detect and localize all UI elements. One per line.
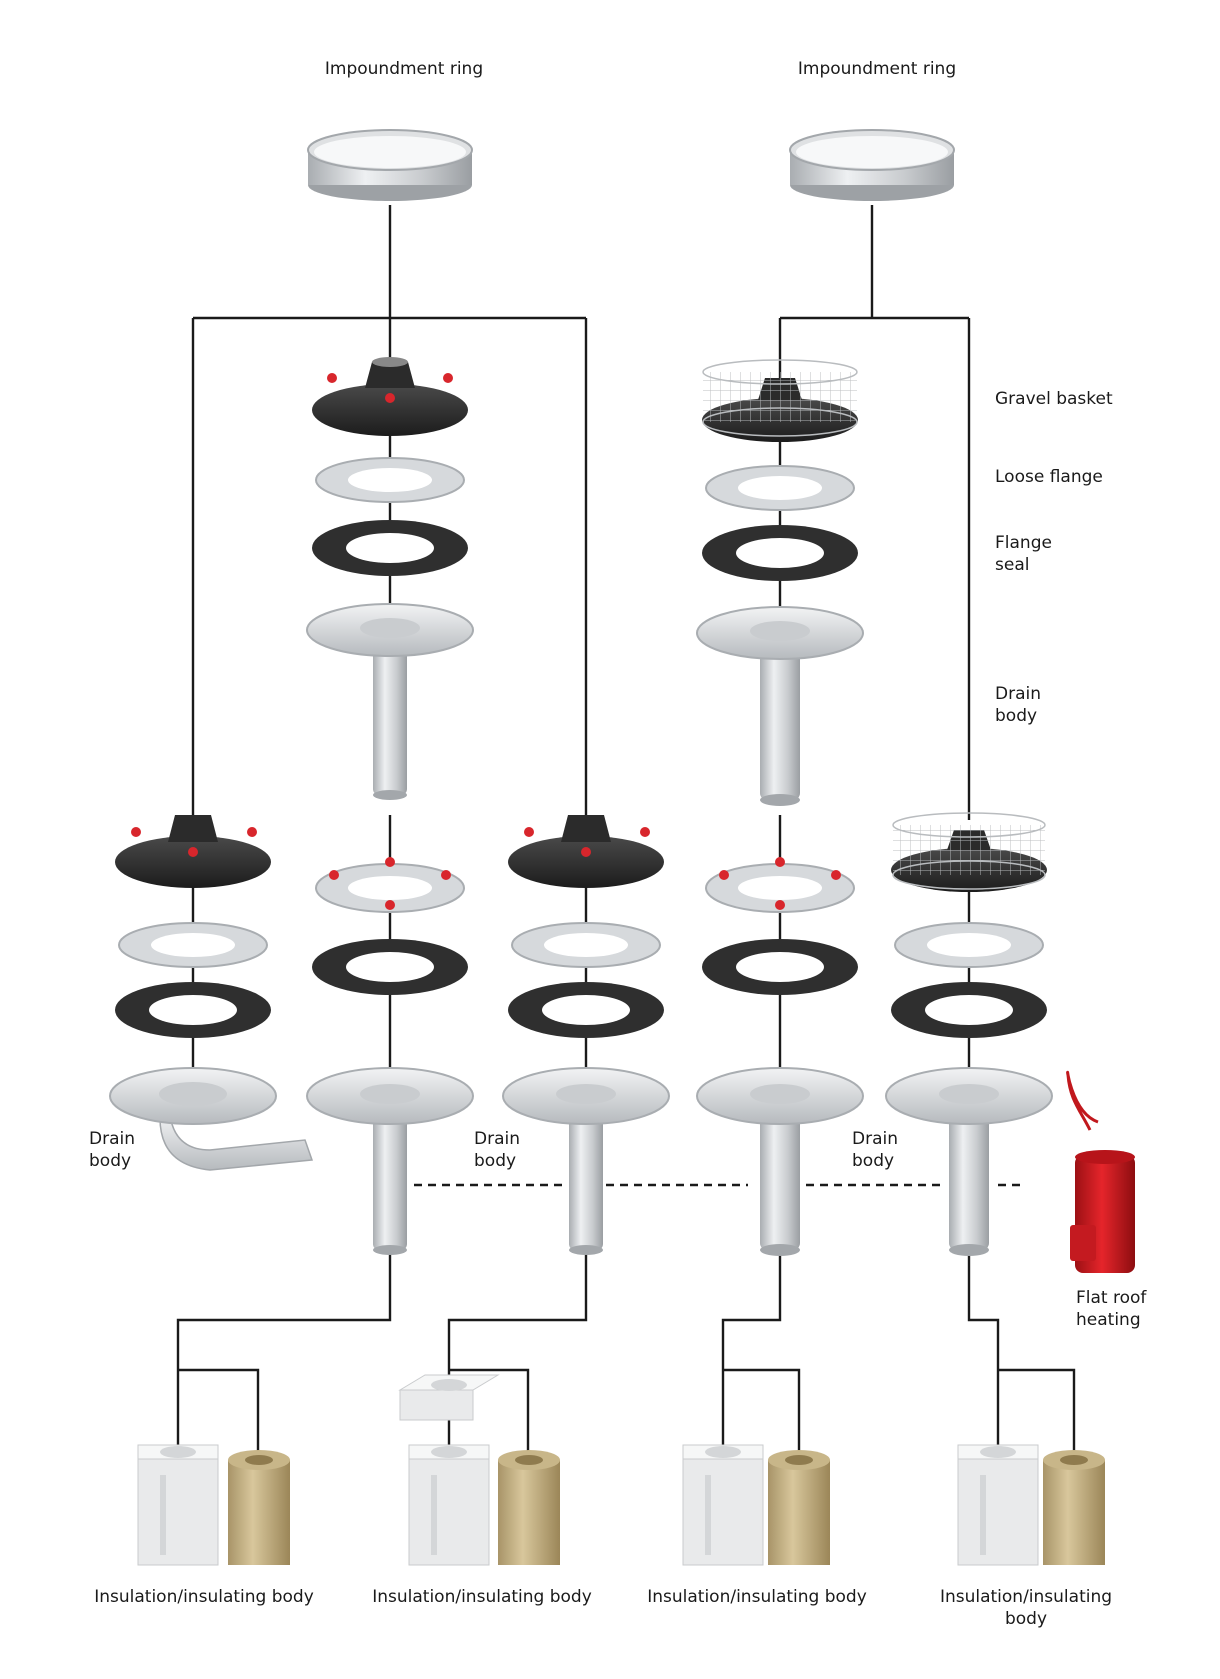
label-insulation-2: Insulation/insulating body xyxy=(372,1587,592,1607)
lower-attachment-flange-3 xyxy=(508,815,664,888)
lower-loose-flange-4 xyxy=(705,857,855,913)
label-gravel-basket: Gravel basket xyxy=(995,389,1113,409)
lower-flange-seal-5 xyxy=(891,982,1047,1038)
label-insulation-4: Insulation/insulating body xyxy=(939,1587,1113,1629)
lower-drain-body-elbow-1 xyxy=(109,1067,314,1171)
label-drain-body-left: Drain body xyxy=(89,1129,135,1171)
insulation-set-4 xyxy=(957,1444,1105,1566)
lower-drain-body-3 xyxy=(502,1067,670,1255)
upper-flange-seal-b xyxy=(702,525,858,581)
lower-gravel-basket-5 xyxy=(891,812,1047,892)
label-impoundment-ring-left: Impoundment ring xyxy=(324,59,484,79)
label-loose-flange: Loose flange xyxy=(995,467,1103,487)
lower-loose-flange-3 xyxy=(511,922,661,968)
upper-attachment-flange-a xyxy=(312,357,468,436)
lower-drain-body-5 xyxy=(885,1067,1053,1256)
insulation-set-2 xyxy=(398,1374,560,1566)
label-insulation-1: Insulation/insulating body xyxy=(94,1587,314,1607)
lower-loose-flange-2 xyxy=(315,857,465,913)
lower-flange-seal-3 xyxy=(508,982,664,1038)
lower-loose-flange-1 xyxy=(118,922,268,968)
lower-drain-body-4 xyxy=(696,1067,864,1256)
label-drain-body-middle: Drain body xyxy=(474,1129,520,1171)
impoundment-ring-right xyxy=(789,129,955,201)
upper-drain-body-b xyxy=(696,606,864,806)
upper-loose-flange-b xyxy=(705,465,855,511)
upper-gravel-basket-b xyxy=(702,359,858,442)
label-flat-roof-heating: Flat roof heating xyxy=(1076,1288,1147,1330)
lower-flange-seal-1 xyxy=(115,982,271,1038)
label-flange-seal: Flange seal xyxy=(995,533,1052,575)
upper-drain-body-a xyxy=(306,603,474,800)
insulation-set-3 xyxy=(682,1444,830,1566)
upper-loose-flange-a xyxy=(315,457,465,503)
lower-loose-flange-5 xyxy=(894,922,1044,968)
label-insulation-3: Insulation/insulating body xyxy=(647,1587,867,1607)
label-drain-body-upper: Drain body xyxy=(995,684,1041,726)
lower-flange-seal-2 xyxy=(312,939,468,995)
impoundment-ring-left xyxy=(307,129,473,201)
label-impoundment-ring-right: Impoundment ring xyxy=(797,59,957,79)
lower-drain-body-2 xyxy=(306,1067,474,1255)
lower-flange-seal-4 xyxy=(702,939,858,995)
flat-roof-heating-icon xyxy=(1066,1070,1135,1273)
insulation-set-1 xyxy=(137,1444,290,1566)
label-drain-body-right: Drain body xyxy=(852,1129,898,1171)
upper-flange-seal-a xyxy=(312,520,468,576)
lower-attachment-flange-1 xyxy=(115,815,271,888)
